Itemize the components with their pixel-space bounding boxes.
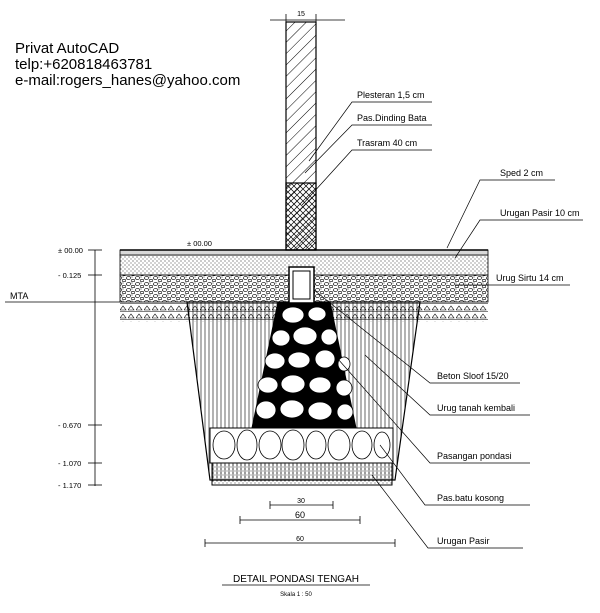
label-urugan-pasir-top: Urugan Pasir 10 cm [500,208,580,218]
level-mta: MTA [10,291,28,301]
drawing-title: DETAIL PONDASI TENGAH [233,574,359,585]
label-beton-sloof: Beton Sloof 15/20 [437,371,509,381]
screed-layer [119,249,489,256]
label-urug-tanah: Urug tanah kembali [437,403,515,413]
label-sped: Sped 2 cm [500,168,543,178]
level-1070: - 1.070 [58,459,81,468]
level-1170: - 1.170 [58,481,81,490]
label-urugan-pasir-bottom: Urugan Pasir [437,536,490,546]
label-plesteran: Plesteran 1,5 cm [357,90,425,100]
label-urug-sirtu: Urug Sirtu 14 cm [496,273,564,283]
floor-level-mark: ± 00.00 [187,239,212,248]
author-email: e-mail:rogers_hanes@yahoo.com [15,72,241,89]
author-name: Privat AutoCAD [15,40,120,57]
sand-bed [211,462,393,486]
drawing-scale: Skala 1 : 50 [280,592,312,598]
label-pasangan-pondasi: Pasangan pondasi [437,451,512,461]
rubble-stones [255,306,354,421]
author-phone: telp:+620818463781 [15,56,153,73]
level-000: ± 00.00 [58,246,83,255]
level-0670: - 0.670 [58,421,81,430]
level-0125: - 0.125 [58,271,81,280]
leader-lines [301,101,583,549]
dry-stones [212,429,391,461]
label-pas-batu-kosong: Pas.batu kosong [437,493,504,503]
label-dinding: Pas.Dinding Bata [357,113,427,123]
dim-30: 30 [297,498,305,505]
wall-dim-text: 15 [297,11,305,18]
dim-60-upper: 60 [295,510,305,520]
dim-60-lower: 60 [296,536,304,543]
bottom-dimensions [204,501,396,547]
sloof-rebar [292,270,311,300]
trasram-section [285,182,317,251]
label-trasram: Trasram 40 cm [357,138,417,148]
